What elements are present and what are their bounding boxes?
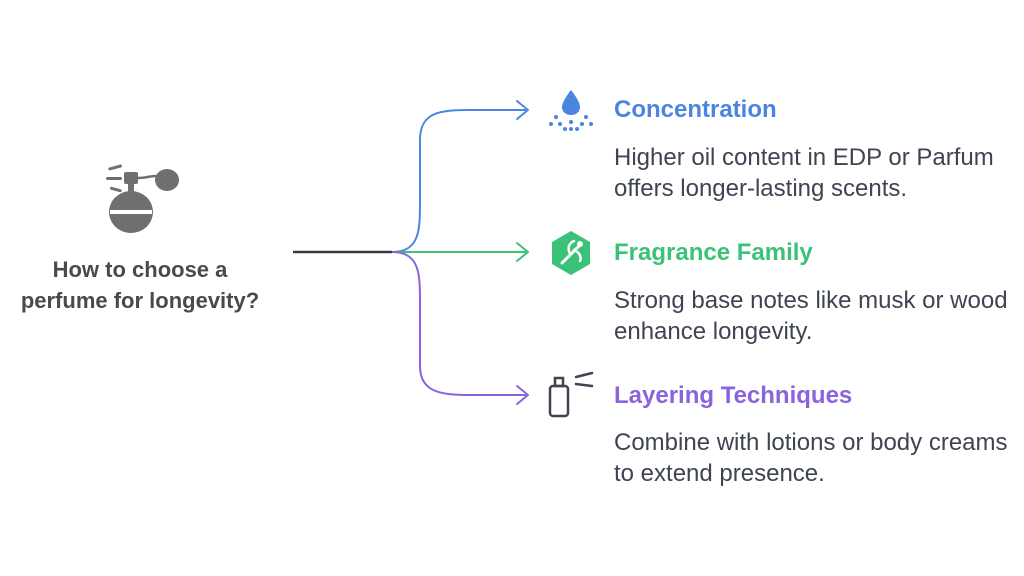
fragrance-leaf-badge-icon (552, 231, 590, 275)
fragrance-family-arrow-icon (516, 242, 529, 262)
concentration-arrow-icon (516, 100, 529, 120)
droplet-spray-icon (549, 90, 593, 131)
layering-connector-line (391, 251, 526, 396)
root-question-label: How to choose a perfume for longevity? (20, 257, 260, 313)
spray-bottle-icon (548, 371, 594, 418)
perfume-bottle-icon (106, 164, 179, 233)
layering-arrow-icon (516, 385, 529, 405)
fragrance-family-title: Fragrance Family (614, 239, 813, 266)
concentration-title: Concentration (614, 96, 777, 123)
fragrance-family-description: Strong base notes like musk or wood enha… (614, 287, 1008, 345)
concentration-description: Higher oil content in EDP or Parfum offe… (614, 144, 994, 202)
concentration-connector-line (391, 109, 526, 253)
layering-techniques-title: Layering Techniques (614, 382, 853, 409)
layering-techniques-description: Combine with lotions or body creams to e… (614, 429, 1008, 487)
